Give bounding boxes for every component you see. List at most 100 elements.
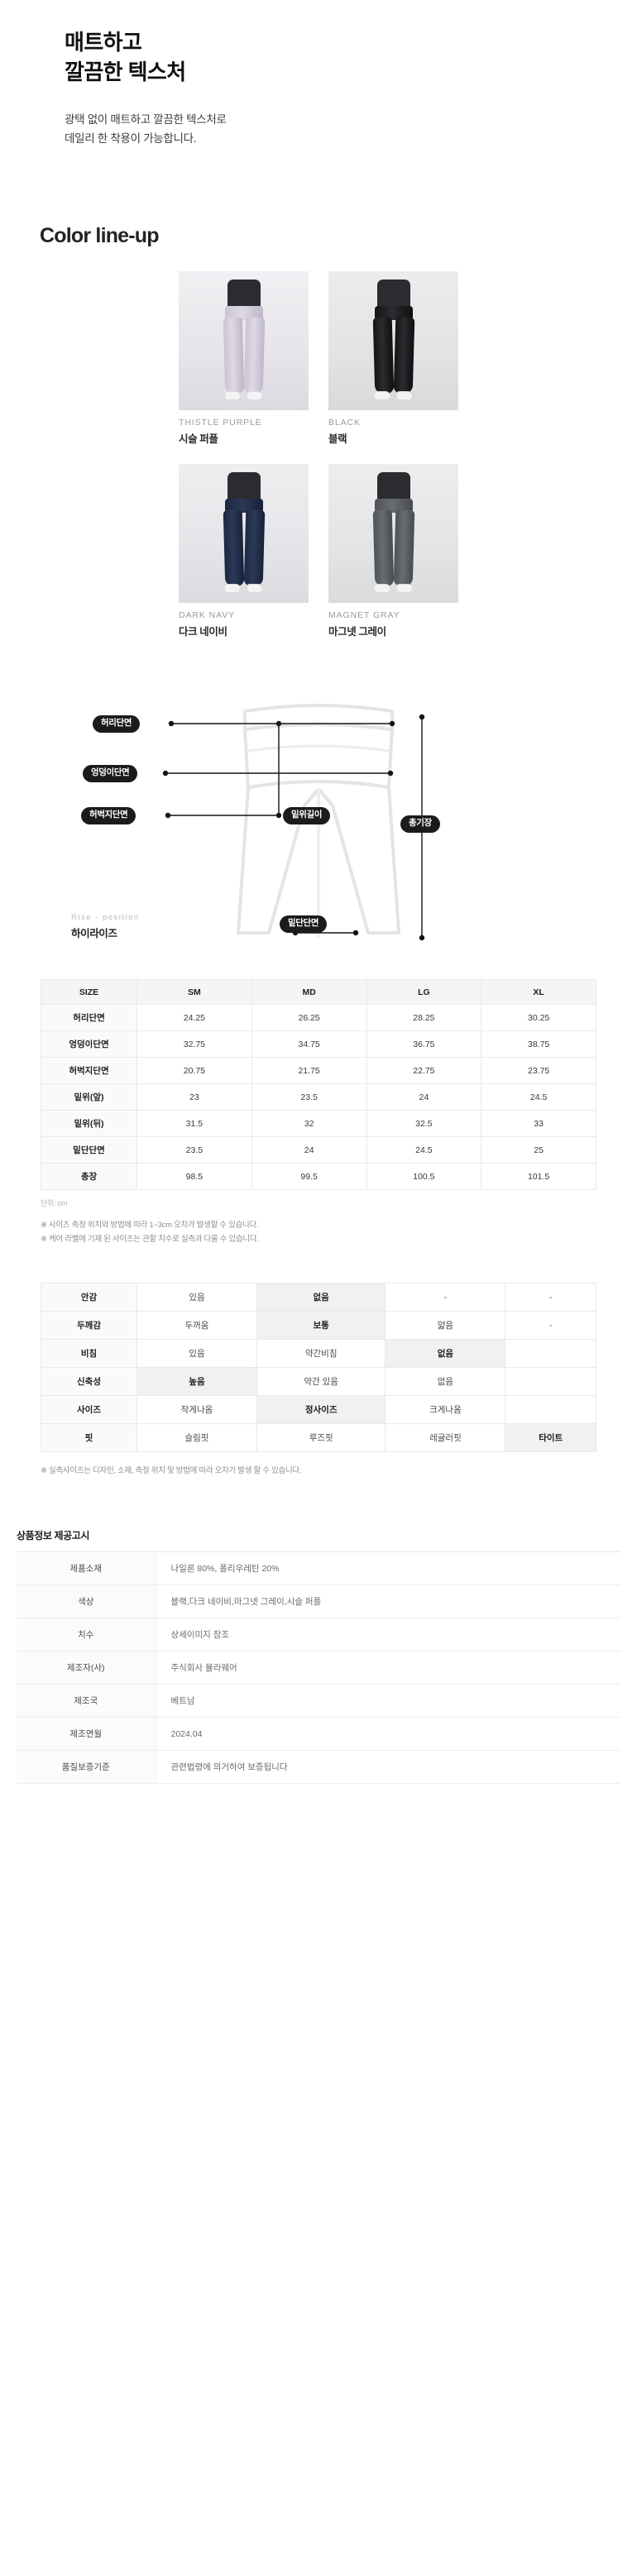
rise-position-en: Rise - position [71,913,140,923]
size-cell: 28.25 [366,1004,482,1032]
feature-cell: 없음 [385,1367,506,1397]
feature-cell: 약간비침 [256,1339,386,1369]
feature-cell-selected: 정사이즈 [256,1395,386,1425]
color-meta: DARK NAVY 다크 네이비 [179,603,309,638]
measurement-diagram: 허리단면 엉덩이단면 허벅지단면 밑위길이 총기장 밑단단면 Rise - po… [0,690,637,954]
size-row-label: 밑위(앞) [41,1083,137,1111]
color-name-ko: 다크 네이비 [179,626,228,638]
size-cell: 33 [481,1110,596,1138]
color-card-thistle-purple[interactable]: THISTLE PURPLE 시슬 퍼플 [179,271,309,446]
feature-row-label: 신축성 [41,1367,137,1397]
table-row: 제조연월 2024.04 [17,1717,620,1752]
size-cell: 24.5 [366,1136,482,1164]
feature-row-label: 두께감 [41,1311,137,1341]
label-thigh-width: 허벅지단면 [81,807,136,824]
size-cell: 32.5 [366,1110,482,1138]
size-cell: 36.75 [366,1030,482,1059]
feature-cell: 레귤러핏 [385,1423,506,1453]
table-row: 핏 슬림핏 루즈핏 레귤러핏 타이트 [41,1423,596,1453]
table-row: 허리단면 24.25 26.25 28.25 30.25 [41,1004,596,1032]
feature-cell-selected: 없음 [256,1283,386,1312]
color-image-black[interactable] [328,271,458,411]
feature-cell-selected: 없음 [385,1339,506,1369]
feature-row-label: 사이즈 [41,1395,137,1425]
page-title-line2: 깔끔한 텍스처 [65,59,186,84]
measurement-diagram-svg [162,704,425,941]
color-name-en: DARK NAVY [179,610,236,621]
size-cell: 30.25 [481,1004,596,1032]
label-hem-width: 밑단단면 [280,915,328,933]
color-card-magnet-gray[interactable]: MAGNET GRAY 마그넷 그레이 [328,464,458,638]
color-name-ko: 블랙 [328,433,347,446]
size-col-header-1: SM [136,979,252,1006]
info-row-value: 베트남 [156,1684,620,1718]
info-row-value: 주식회사 뮬라웨어 [156,1651,620,1685]
feature-cell [505,1367,596,1397]
table-row: 품질보증기준 관련법령에 의거하여 보증됩니다 [17,1750,620,1785]
size-col-header-0: SIZE [41,979,137,1006]
feature-cell [505,1339,596,1369]
size-table-unit: 단위: cm [41,1199,68,1208]
table-row: 안감 있음 없음 - - [41,1283,596,1312]
info-row-value: 블랙,다크 네이비,마그넷 그레이,시슬 퍼플 [156,1584,620,1619]
table-row: 두께감 두꺼움 보통 얇음 - [41,1311,596,1341]
page-title-line1: 매트하고 [65,30,142,55]
size-cell: 26.25 [251,1004,367,1032]
size-cell: 24 [251,1136,367,1164]
size-note-2: ※ 케어 라벨에 기재 된 사이즈는 관할 치수로 실측과 다를 수 있습니다. [41,1234,259,1244]
intro-body-line1: 광택 없이 매트하고 깔끔한 텍스처로 [65,112,227,126]
size-cell: 23.75 [481,1057,596,1085]
model-figure-icon [364,280,424,404]
size-cell: 32.75 [136,1030,252,1059]
table-row: 밑단단면 23.5 24 24.5 25 [41,1136,596,1164]
size-cell: 101.5 [481,1163,596,1191]
intro-body: 광택 없이 매트하고 깔끔한 텍스처로 데일리 한 착용이 가능합니다. [65,110,637,148]
size-row-label: 허리단면 [41,1004,137,1032]
size-cell: 23.5 [136,1136,252,1164]
table-row: 엉덩이단면 32.75 34.75 36.75 38.75 [41,1030,596,1059]
size-cell: 31.5 [136,1110,252,1138]
size-table-block: SIZE SM MD LG XL 허리단면 24.25 26.25 28.25 … [41,979,596,1246]
color-name-ko: 마그넷 그레이 [328,626,386,638]
size-row-label: 엉덩이단면 [41,1030,137,1059]
feature-row-label: 비침 [41,1339,137,1369]
color-name-en: BLACK [328,418,361,428]
size-cell: 34.75 [251,1030,367,1059]
table-row: 밑위(뒤) 31.5 32 32.5 33 [41,1110,596,1138]
feature-table-note: ※ 실측사이즈는 디자인, 소재, 측정 위치 및 방법에 따라 오차가 발생 … [41,1466,302,1476]
table-row: 제품소재 나일론 80%, 폴리우레탄 20% [17,1551,620,1586]
size-cell: 25 [481,1136,596,1164]
color-image-thistle-purple[interactable] [179,271,309,411]
info-row-label: 제품소재 [17,1551,156,1586]
size-col-header-2: MD [251,979,367,1006]
table-row: 색상 블랙,다크 네이비,마그넷 그레이,시슬 퍼플 [17,1584,620,1619]
size-row-label: 허벅지단면 [41,1057,137,1085]
page-title: 매트하고 깔끔한 텍스처 [65,28,637,88]
table-row: 제조국 베트남 [17,1684,620,1718]
color-card-dark-navy[interactable]: DARK NAVY 다크 네이비 [179,464,309,638]
color-image-dark-navy[interactable] [179,464,309,604]
size-col-header-4: XL [481,979,596,1006]
feature-cell: - [385,1283,506,1312]
size-col-header-3: LG [366,979,482,1006]
feature-cell [505,1395,596,1425]
color-name-en: THISTLE PURPLE [179,418,262,428]
color-image-magnet-gray[interactable] [328,464,458,604]
model-figure-icon [214,472,274,596]
size-cell: 24.25 [136,1004,252,1032]
table-row: 밑위(앞) 23 23.5 24 24.5 [41,1083,596,1111]
intro-section: 매트하고 깔끔한 텍스처 광택 없이 매트하고 깔끔한 텍스처로 데일리 한 착… [0,0,637,148]
size-row-label: 밑위(뒤) [41,1110,137,1138]
size-note-1: ※ 사이즈 측정 위치와 방법에 따라 1~3cm 오차가 발생할 수 있습니다… [41,1221,259,1231]
size-cell: 98.5 [136,1163,252,1191]
info-row-label: 제조국 [17,1684,156,1718]
size-cell: 22.75 [366,1057,482,1085]
rise-position-ko: 하이라이즈 [71,928,117,940]
color-lineup-title: Color line-up [40,224,160,248]
size-table-header-row: SIZE SM MD LG XL [41,979,596,1006]
color-card-black[interactable]: BLACK 블랙 [328,271,458,446]
table-row: 사이즈 작게나옴 정사이즈 크게나옴 [41,1395,596,1425]
size-cell: 38.75 [481,1030,596,1059]
feature-cell-selected: 보통 [256,1311,386,1341]
feature-cell: - [505,1283,596,1312]
